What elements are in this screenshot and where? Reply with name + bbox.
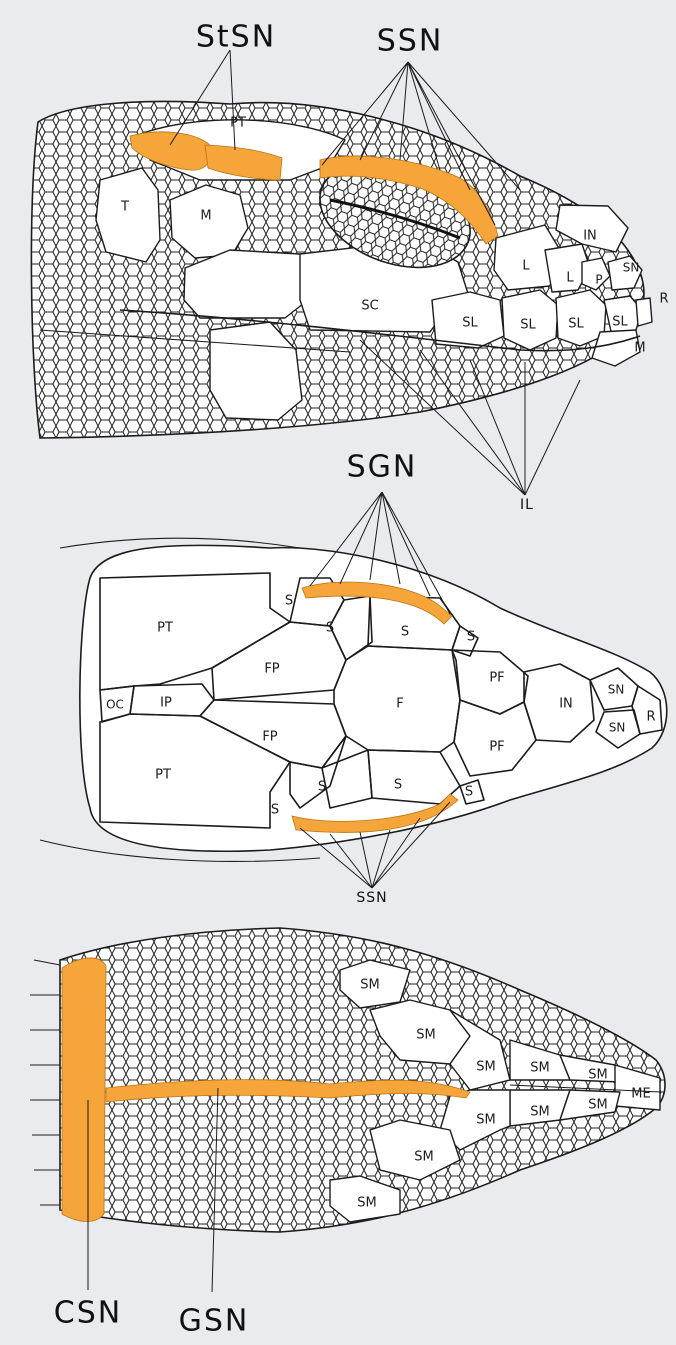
scale-sl2: SL: [520, 318, 536, 333]
scale-pt: PT: [230, 116, 246, 131]
scale-sn1: SN: [608, 683, 625, 697]
scale-pt1: PT: [157, 621, 173, 636]
scale-m2: M: [634, 341, 645, 356]
scale-sm8: SM: [476, 1113, 495, 1128]
scale-r-dorsal: R: [646, 710, 655, 725]
scale-sm5: SM: [588, 1068, 607, 1083]
scale-sm7: SM: [588, 1098, 607, 1113]
ssn-label: SSN: [377, 24, 444, 59]
scale-in-dorsal: IN: [559, 697, 573, 712]
sgn-label: SGN: [347, 450, 418, 485]
scale-ip: IP: [160, 696, 172, 711]
scale-t: T: [120, 200, 129, 215]
scale-s8: S: [465, 785, 473, 800]
stsn-label: StSN: [196, 20, 276, 55]
scale-sm10: SM: [357, 1196, 376, 1211]
scale-sl3: SL: [568, 317, 584, 332]
scale-m: M: [200, 209, 211, 224]
scale-sm9: SM: [414, 1150, 433, 1165]
scale-sm2: SM: [416, 1028, 435, 1043]
scale-l2: L: [566, 271, 574, 286]
scale-sm3: SM: [476, 1060, 495, 1075]
scale-sc: SC: [361, 299, 378, 314]
scale-l1: L: [522, 259, 530, 274]
scale-oc: OC: [106, 698, 124, 712]
ssn-bottom-label: SSN: [356, 890, 387, 906]
scale-sl1: SL: [462, 316, 478, 331]
scale-s1: S: [285, 594, 293, 609]
scale-sm4: SM: [530, 1061, 549, 1076]
scale-me: ME: [631, 1087, 650, 1102]
scale-s4: S: [467, 630, 475, 645]
scale-s2: S: [326, 621, 334, 636]
scale-sl4: SL: [612, 315, 628, 330]
csn-label: CSN: [54, 1296, 122, 1331]
scale-sn: SN: [623, 261, 640, 275]
scale-s7: S: [394, 778, 402, 793]
scale-fp1: FP: [264, 662, 279, 677]
scale-pt2: PT: [155, 768, 171, 783]
scale-s3: S: [401, 625, 409, 640]
scale-f: F: [396, 697, 403, 712]
scale-sm1: SM: [360, 978, 379, 993]
scale-s6: S: [318, 780, 326, 795]
scale-sn2: SN: [609, 721, 626, 735]
scale-p: P: [595, 273, 602, 287]
gsn-label: GSN: [179, 1304, 250, 1339]
il-label: IL: [520, 497, 534, 513]
scale-s5: S: [271, 803, 279, 818]
scale-r: R: [659, 292, 668, 307]
scale-pf1: PF: [489, 671, 504, 686]
scale-fp2: FP: [262, 730, 277, 745]
scale-pf2: PF: [489, 740, 504, 755]
scale-sm6: SM: [530, 1105, 549, 1120]
scale-in: IN: [583, 229, 597, 244]
